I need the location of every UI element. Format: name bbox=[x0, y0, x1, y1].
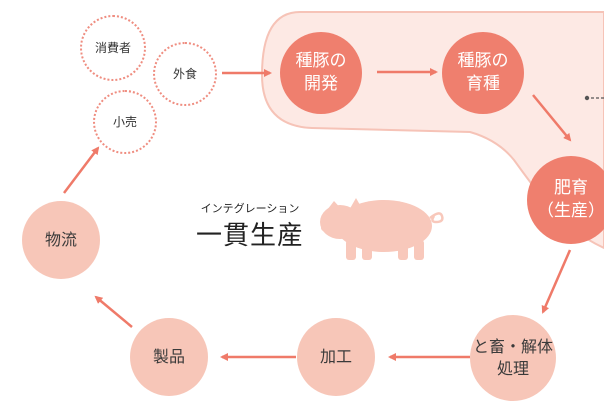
diagram-title: 一貫生産 bbox=[195, 221, 304, 251]
node-breeding-improvement: 種豚の 育種 bbox=[442, 32, 524, 114]
node-dining-out: 外食 bbox=[153, 42, 217, 106]
connector-dot bbox=[584, 95, 590, 101]
node-fattening-line1: 肥育 bbox=[554, 178, 588, 199]
node-slaughter-line1: と畜・解体 bbox=[472, 337, 553, 357]
node-retail-label: 小売 bbox=[112, 114, 137, 129]
arrow-products-to-logistics bbox=[94, 295, 133, 328]
diagram-title-ruby: インテグレーション bbox=[200, 202, 300, 215]
node-consumer: 消費者 bbox=[80, 15, 146, 81]
node-processing: 加工 bbox=[297, 318, 375, 396]
node-products: 製品 bbox=[130, 318, 208, 396]
node-slaughter: と畜・解体 処理 bbox=[470, 315, 556, 401]
node-slaughter-line2: 処理 bbox=[496, 359, 529, 378]
node-consumer-label: 消費者 bbox=[94, 40, 131, 55]
node-breeding-development: 種豚の 開発 bbox=[280, 32, 362, 114]
node-logistics-label: 物流 bbox=[44, 230, 77, 250]
node-breeding-improvement-line1: 種豚の bbox=[457, 51, 509, 72]
node-fattening: 肥育 （生産） bbox=[527, 156, 604, 244]
node-processing-label: 加工 bbox=[319, 347, 352, 367]
arrow-logistics-to-retail bbox=[63, 146, 100, 194]
arrow-breeding-to-fattening bbox=[532, 94, 572, 142]
arrow-fattening-to-slaughter bbox=[541, 249, 572, 314]
pig-silhouette-icon bbox=[320, 198, 444, 260]
node-products-label: 製品 bbox=[152, 347, 185, 367]
node-breeding-improvement-line2: 育種 bbox=[466, 74, 500, 94]
node-logistics: 物流 bbox=[22, 201, 100, 279]
node-breeding-development-line2: 開発 bbox=[304, 74, 338, 94]
node-dining-out-label: 外食 bbox=[172, 66, 197, 81]
node-fattening-line2: （生産） bbox=[537, 201, 604, 221]
node-breeding-development-line1: 種豚の bbox=[295, 51, 347, 72]
node-retail: 小売 bbox=[93, 90, 157, 154]
